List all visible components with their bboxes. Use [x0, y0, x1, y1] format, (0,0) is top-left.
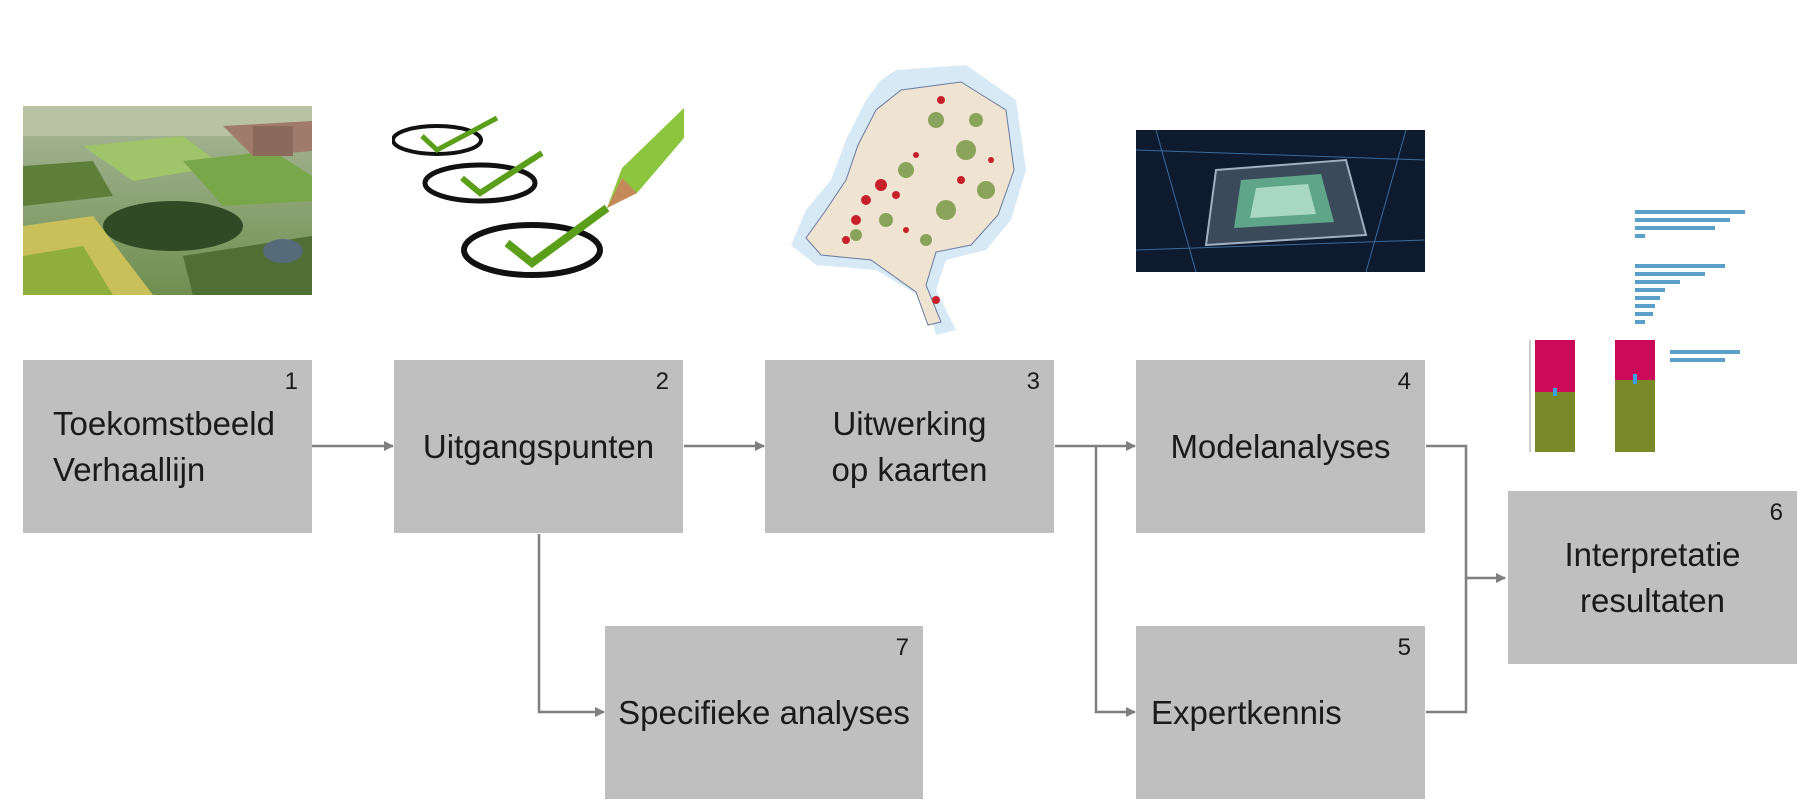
aerial-landscape-photo — [23, 106, 312, 295]
step-1-number: 1 — [284, 368, 298, 395]
step-3-label: Uitwerking op kaarten — [831, 404, 988, 488]
step-6-box: 6 Interpretatie resultaten — [1508, 491, 1797, 664]
checklist-pencil-icon — [392, 108, 684, 278]
netherlands-map — [791, 65, 1026, 335]
step-5-number: 5 — [1397, 634, 1411, 661]
step-5-label: Expertkennis — [1151, 693, 1342, 731]
arrow-2-7 — [537, 534, 605, 717]
step-1-box: 1 Toekomstbeeld Verhaallijn — [23, 360, 312, 533]
step-7-number: 7 — [895, 634, 909, 661]
step-2-label: Uitgangspunten — [422, 427, 655, 465]
arrow-4-6 — [1426, 444, 1506, 583]
computer-chip-photo — [1136, 130, 1425, 272]
step-7-label: Specifieke analyses — [618, 693, 910, 731]
step-2-number: 2 — [655, 368, 669, 395]
step-4-label: Modelanalyses — [1170, 427, 1391, 465]
step-3-box: 3 Uitwerking op kaarten — [765, 360, 1054, 533]
arrow-3-5 — [1094, 446, 1136, 717]
step-1-label: Toekomstbeeld Verhaallijn — [53, 404, 275, 488]
step-4-box: 4 Modelanalyses — [1136, 360, 1425, 533]
step-7-box: 7 Specifieke analyses — [605, 626, 923, 799]
step-4-number: 4 — [1397, 368, 1411, 395]
step-6-number: 6 — [1769, 499, 1783, 526]
step-2-box: 2 Uitgangspunten — [394, 360, 683, 533]
step-5-box: 5 Expertkennis — [1136, 626, 1425, 799]
results-chart-thumbnail — [1505, 210, 1745, 470]
step-3-number: 3 — [1026, 368, 1040, 395]
step-6-label: Interpretatie resultaten — [1564, 535, 1741, 619]
arrow-5-6 — [1426, 578, 1468, 714]
